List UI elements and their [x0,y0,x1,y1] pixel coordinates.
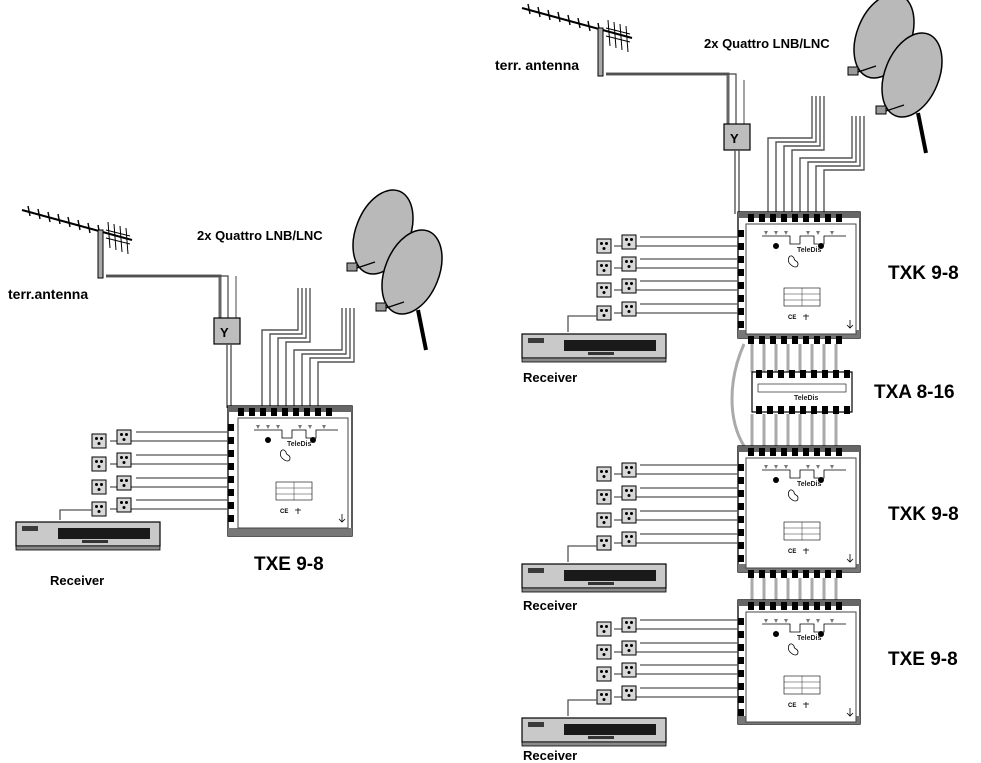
splitter-symbol: Y [730,131,739,146]
unit-label-txk-2: TXK 9-8 [888,504,959,525]
brand-logo-text: TeleDis [797,247,821,254]
brand-logo-text: TeleDis [797,481,821,488]
unit-label-txa: TXA 8-16 [874,382,955,403]
wall-socket-icon [596,278,637,298]
right-receiver-label-1: Receiver [523,370,577,385]
wall-socket-icon [596,617,637,637]
right-receiver-label-3: Receiver [523,748,577,763]
terrestrial-antenna-icon [21,205,133,279]
wall-socket-icon [596,685,637,705]
wall-socket-icon [596,640,637,660]
right-receiver-label-2: Receiver [523,598,577,613]
brand-logo-text: TeleDis [287,441,311,448]
left-antenna-label: terr.antenna [8,286,88,302]
wall-socket-icon [91,429,132,449]
multiswitch-txe-bottom: TeleDis [737,599,861,725]
brand-logo-text: TeleDis [794,395,818,402]
wall-socket-icon [596,234,637,254]
right-system: terr. antenna 2x Quattro LNB/LNC Y TeleD… [495,0,959,763]
wall-socket-icon [596,485,637,505]
left-lnb-label: 2x Quattro LNB/LNC [197,228,323,243]
receiver-icon [15,521,161,551]
right-lnb-label: 2x Quattro LNB/LNC [704,36,830,51]
wall-socket-icon [596,508,637,528]
left-receiver-label: Receiver [50,573,104,588]
receiver-icon [521,717,667,747]
right-antenna-label: terr. antenna [495,57,579,73]
unit-label-txe: TXE 9-8 [888,649,958,670]
wall-socket-icon [596,662,637,682]
wall-socket-icon [596,531,637,551]
multiswitch-txe-left: TeleDis [227,405,353,537]
multiswitch-txk-middle: TeleDis [737,445,861,578]
left-switch-label: TXE 9-8 [254,554,324,575]
wall-socket-icon [596,462,637,482]
wall-socket-icon [596,256,637,276]
brand-logo-text: TeleDis [797,635,821,642]
wall-socket-icon [91,475,132,495]
wall-socket-icon [91,452,132,472]
receiver-icon [521,563,667,593]
amplifier-txa: TeleDis [751,370,853,414]
wall-socket-icon [596,301,637,321]
wall-socket-icon [91,497,132,517]
multiswitch-txk-top: TeleDis [737,211,861,344]
splitter-box [723,123,751,151]
receiver-icon [521,333,667,363]
left-system: terr.antenna 2x Quattro LNB/LNC Y TeleDi [8,179,456,588]
splitter-symbol: Y [220,325,229,340]
unit-label-txk-1: TXK 9-8 [888,263,959,284]
